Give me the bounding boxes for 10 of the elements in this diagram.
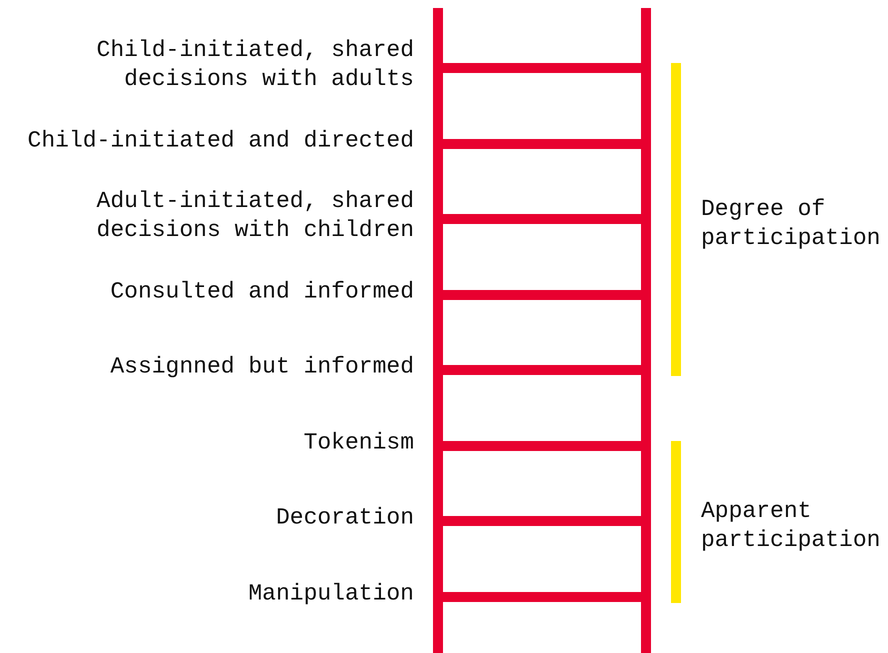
rung-label: Decoration: [274, 504, 414, 532]
rung-label: Child-initiated and directed: [26, 126, 414, 156]
rung-label: Adult-initiated, shared decisions with children: [96, 187, 414, 245]
bracket-label: Degree of participation: [701, 195, 882, 253]
bracket-label: Apparent participation: [701, 497, 882, 555]
rung-label: Assignned but informed: [109, 352, 414, 382]
rung-label: Manipulation: [247, 580, 414, 608]
rung-label: Tokenism: [302, 428, 414, 458]
rung-label: Consulted and informed: [109, 278, 414, 306]
rung-label: Child-initiated, shared decisions with adults: [96, 36, 414, 94]
